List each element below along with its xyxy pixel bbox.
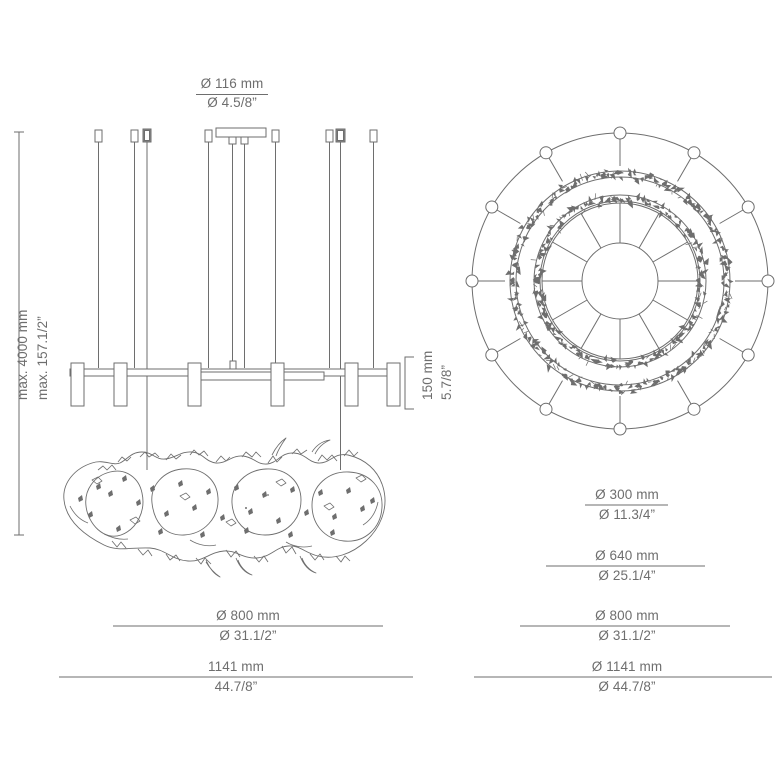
- plan-dimension-lines: [474, 504, 772, 678]
- plan-diameter-640-inch: Ø 25.1/4”: [598, 568, 656, 583]
- plan-center-hub: [581, 242, 659, 320]
- plan-diameter-640-mm: Ø 640 mm: [595, 548, 659, 563]
- drop-dimension-line: [14, 131, 24, 536]
- plan-diameter-800-mm: Ø 800 mm: [595, 608, 659, 623]
- plan-spokes: [542, 203, 698, 359]
- plan-suspension-points: [465, 126, 775, 436]
- plan-view: [465, 126, 775, 436]
- plan-diameter-1141-inch: Ø 44.7/8”: [598, 679, 656, 694]
- elevation-width-800-mm: Ø 800 mm: [216, 608, 280, 623]
- plan-crystal-texture: [505, 167, 734, 396]
- canopy-diameter-inch: Ø 4.5/8”: [207, 95, 257, 110]
- support-bar-assembly: [69, 360, 401, 407]
- plan-diameter-300-mm: Ø 300 mm: [595, 487, 659, 502]
- chandelier-shade-elevation: [63, 437, 386, 578]
- plan-diameter-1141-mm: Ø 1141 mm: [591, 659, 663, 674]
- plan-diameter-800-inch: Ø 31.1/2”: [598, 628, 656, 643]
- elevation-width-1141-mm: 1141 mm: [208, 659, 264, 674]
- drop-dimension-inch: max. 157.1/2”: [35, 316, 50, 400]
- canopy-diameter-mm: Ø 116 mm: [200, 76, 264, 91]
- ceiling-mounts-and-cables: [94, 127, 378, 470]
- drop-dimension-mm: max. 4000 mm: [15, 309, 30, 400]
- elevation-width-1141-inch: 44.7/8”: [214, 679, 258, 694]
- bar-height-bracket: [404, 356, 414, 410]
- elevation-width-dimension-lines: [59, 625, 413, 678]
- elevation-width-800-inch: Ø 31.1/2”: [219, 628, 277, 643]
- bar-height-mm: 150 mm: [420, 350, 435, 400]
- canopy-dimension-rule: [196, 94, 268, 95]
- bar-height-inch: 5.7/8”: [439, 364, 454, 400]
- plan-diameter-300-inch: Ø 11.3/4”: [598, 507, 656, 522]
